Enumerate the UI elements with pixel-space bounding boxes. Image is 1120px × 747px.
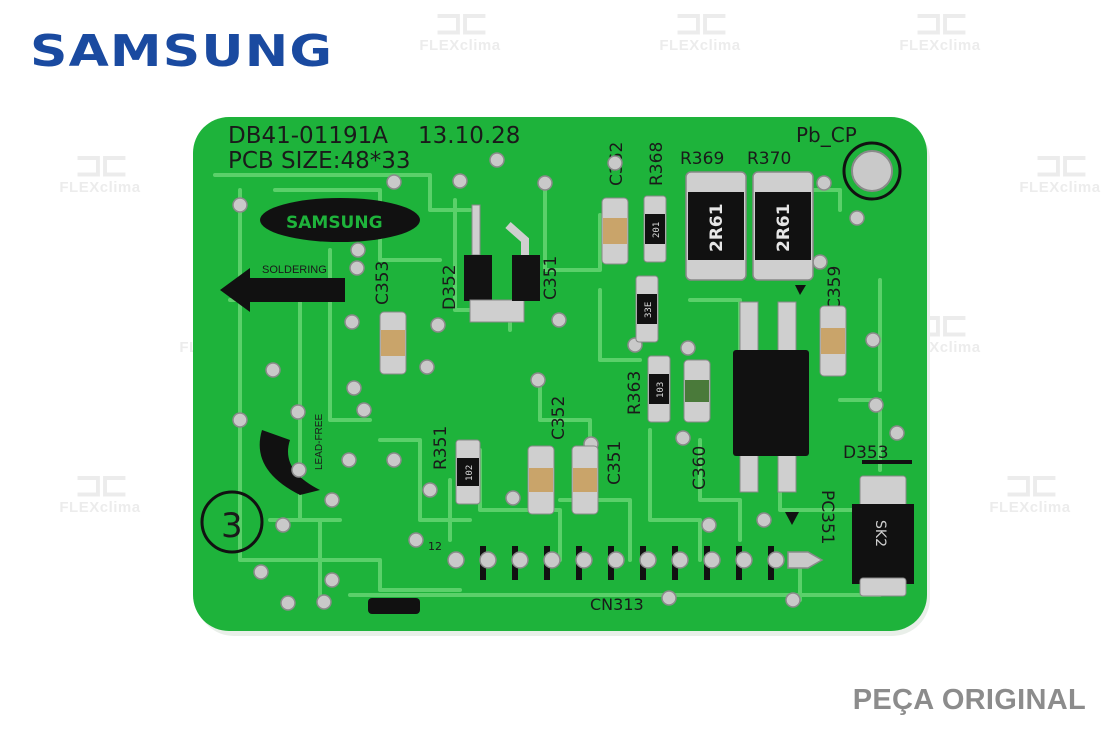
- label-c351: C351: [605, 441, 625, 485]
- label-c360: C360: [690, 446, 710, 490]
- part-number: DB41-01191A: [228, 123, 388, 149]
- solder-vias: [232, 152, 905, 611]
- silk-bar: [368, 598, 420, 614]
- pcb-size: PCB SIZE:48*33: [228, 148, 410, 174]
- label-r369: R369: [680, 149, 724, 169]
- plating-code: Pb_CP: [796, 123, 857, 147]
- capacitor-c351: [571, 445, 599, 515]
- resistor-r368: 201: [643, 195, 667, 263]
- date-code: 13.10.28: [418, 123, 520, 149]
- svg-text:2R61: 2R61: [707, 203, 727, 252]
- lead-free-mark: [259, 430, 320, 495]
- lead-free-label: LEAD-FREE: [314, 414, 325, 470]
- label-d353: D353: [843, 443, 889, 463]
- resistor-r33e: 33E: [635, 275, 659, 343]
- capacitor-c359: [819, 305, 847, 377]
- label-cn313: CN313: [590, 595, 644, 614]
- pin-marker: [795, 285, 806, 295]
- connector-pin-label: 12: [428, 540, 442, 553]
- connector-cn313: [447, 546, 824, 580]
- soldering-label: SOLDERING: [262, 264, 327, 276]
- label-r368: R368: [647, 142, 667, 186]
- label-r351: R351: [431, 426, 451, 470]
- label-c351-top: C351: [541, 256, 561, 300]
- revision-number: 3: [221, 506, 243, 546]
- label-c352: C352: [549, 396, 569, 440]
- diode-d353: SK2: [852, 475, 914, 597]
- mounting-pad: [851, 150, 893, 192]
- resistor-r370: 2R61: [752, 171, 814, 281]
- resistor-r369: 2R61: [685, 171, 747, 281]
- samsung-silk-logo: [260, 198, 420, 242]
- capacitor-c353: [379, 311, 407, 375]
- label-pc351: PC351: [817, 490, 837, 545]
- capacitor-c362: [601, 197, 629, 265]
- label-d352: D352: [440, 264, 460, 310]
- original-part-label: PEÇA ORIGINAL: [852, 684, 1086, 716]
- capacitor-c352: [527, 445, 555, 515]
- svg-text:103: 103: [656, 382, 666, 398]
- d353-bar: [862, 460, 912, 464]
- pin1-marker: [785, 512, 799, 525]
- label-c359: C359: [825, 266, 845, 310]
- optocoupler-pc351: [733, 301, 809, 493]
- svg-text:2R61: 2R61: [774, 203, 794, 252]
- svg-text:201: 201: [652, 222, 662, 238]
- resistor-r351: 102: [455, 439, 481, 505]
- label-r370: R370: [747, 149, 791, 169]
- samsung-logo: SAMSUNG: [30, 26, 334, 77]
- diode-d352: [464, 204, 525, 323]
- label-r363: R363: [625, 371, 645, 415]
- svg-text:33E: 33E: [644, 302, 654, 318]
- svg-text:SK2: SK2: [872, 520, 888, 547]
- mounting-hole: [842, 141, 902, 201]
- resistor-r363: 103: [647, 355, 671, 423]
- soldering-arrow: [220, 268, 345, 312]
- label-c353: C353: [373, 261, 393, 305]
- diode-c351-top: [505, 222, 540, 301]
- samsung-silk-logo-text: SAMSUNG: [286, 213, 383, 233]
- revision-circle: [200, 490, 264, 554]
- capacitor-c360: [683, 359, 711, 423]
- svg-text:102: 102: [465, 465, 475, 481]
